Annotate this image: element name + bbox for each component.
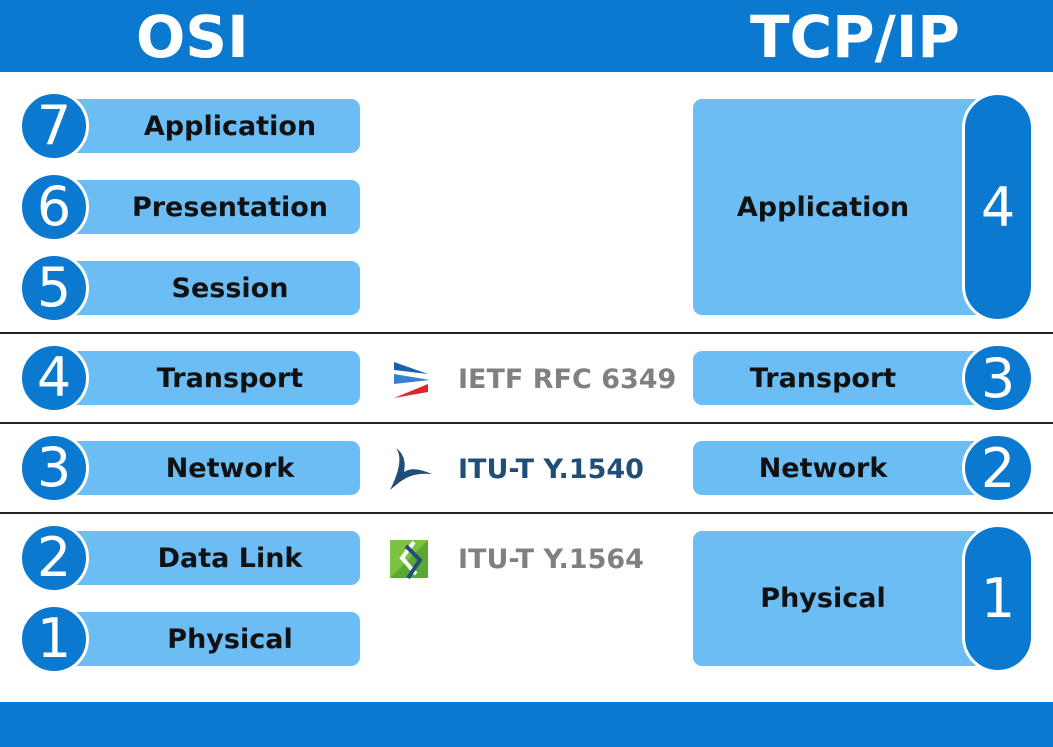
standard-ietf-rfc-6349: IETF RFC 6349 bbox=[388, 354, 676, 404]
green-chevron-icon bbox=[390, 540, 428, 580]
tcpip-layer-label: Physical bbox=[760, 583, 886, 614]
osi-layer-4: Transport bbox=[60, 351, 360, 405]
standard-label: ITU-T Y.1564 bbox=[458, 543, 644, 575]
standard-itu-t-y1540: ITU-T Y.1540 bbox=[388, 444, 644, 494]
osi-layer-2: Data Link bbox=[60, 531, 360, 585]
osi-layer-number: 4 bbox=[19, 343, 89, 413]
header-band bbox=[0, 0, 1053, 72]
tcpip-layer-label: Transport bbox=[749, 362, 897, 394]
tcpip-layer-2: Network bbox=[693, 441, 993, 495]
osi-layer-label: Presentation bbox=[131, 191, 329, 223]
osi-layer-3: Network bbox=[60, 441, 360, 495]
tcpip-layer-number: 3 bbox=[962, 343, 1034, 413]
osi-layer-5: Session bbox=[60, 261, 360, 315]
ietf-arrows-icon bbox=[394, 362, 430, 398]
tcpip-layer-number: 4 bbox=[962, 92, 1034, 322]
standard-label: IETF RFC 6349 bbox=[458, 363, 677, 395]
osi-layer-number: 1 bbox=[19, 604, 89, 674]
osi-layer-number: 7 bbox=[19, 91, 89, 161]
osi-layer-label: Session bbox=[171, 272, 289, 304]
divider-line bbox=[0, 512, 1053, 514]
osi-layer-number: 3 bbox=[19, 433, 89, 503]
footer-band bbox=[0, 702, 1053, 747]
tcpip-layer-4: Application bbox=[693, 99, 993, 315]
osi-layer-1: Physical bbox=[60, 612, 360, 666]
osi-layer-label: Application bbox=[143, 110, 317, 142]
osi-layer-number: 6 bbox=[19, 172, 89, 242]
osi-layer-label: Network bbox=[165, 452, 295, 484]
osi-layer-label: Data Link bbox=[157, 542, 303, 574]
tcpip-layer-3: Transport bbox=[693, 351, 993, 405]
osi-layer-label: Transport bbox=[156, 362, 304, 394]
osi-layer-6: Presentation bbox=[60, 180, 360, 234]
osi-layer-label: Physical bbox=[167, 623, 293, 655]
tcpip-title: TCP/IP bbox=[750, 3, 960, 71]
standard-itu-t-y1564: ITU-T Y.1564 bbox=[388, 534, 644, 584]
tcpip-layer-number: 1 bbox=[962, 524, 1034, 673]
tcpip-layer-1: Physical bbox=[693, 531, 993, 666]
divider-line bbox=[0, 332, 1053, 334]
tcpip-layer-number: 2 bbox=[962, 433, 1034, 503]
tcpip-layer-label: Application bbox=[736, 191, 910, 223]
osi-layer-7: Application bbox=[60, 99, 360, 153]
tcpip-layer-label: Network bbox=[758, 452, 888, 484]
standard-label: ITU-T Y.1540 bbox=[458, 453, 644, 485]
divider-line bbox=[0, 422, 1053, 424]
osi-layer-number: 5 bbox=[19, 253, 89, 323]
swoosh-icon bbox=[390, 448, 432, 490]
osi-title: OSI bbox=[136, 3, 249, 71]
osi-layer-number: 2 bbox=[19, 523, 89, 593]
